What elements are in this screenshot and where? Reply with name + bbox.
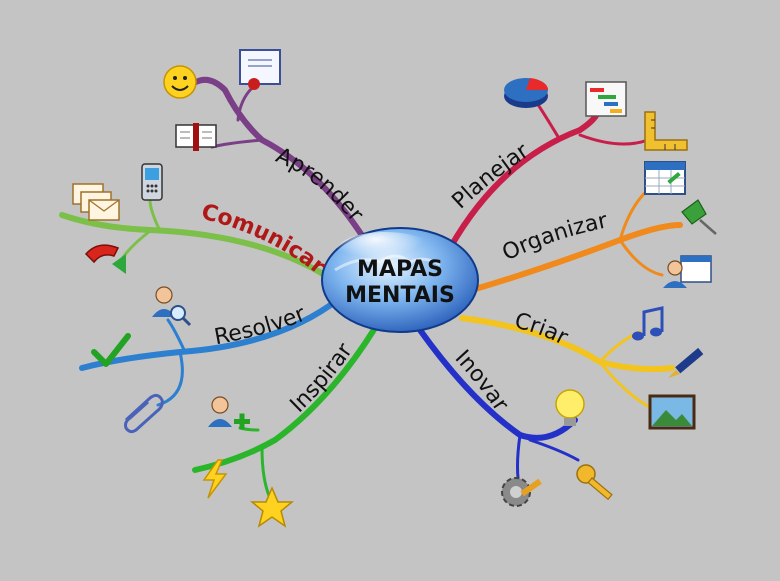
central-title-line2: MENTAIS [345, 283, 455, 308]
branch-comunicar-trunk [59, 212, 343, 288]
smiley-icon [163, 65, 197, 99]
label-inspirar: Inspirar [286, 338, 359, 418]
pushpin-icon [681, 199, 717, 235]
branch-inspirar-trunk [192, 325, 378, 473]
label-aprender: Aprender [272, 143, 368, 227]
central-title-line1: MAPAS [357, 257, 443, 282]
add-user-icon [208, 396, 250, 430]
lightbulb-icon [555, 389, 585, 426]
music-note-icon [632, 306, 664, 341]
certificate-icon [239, 49, 281, 90]
pie-chart-icon [504, 78, 549, 108]
book-icon [175, 123, 217, 151]
branch-inovar-trunk [417, 327, 578, 441]
checkmark-icon [91, 333, 131, 367]
label-planejar: Planejar [447, 138, 534, 214]
user-calendar-icon [663, 255, 712, 288]
calendar-icon [644, 161, 686, 195]
central-node: MAPAS MENTAIS [321, 227, 479, 333]
branch-resolver-trunk [79, 295, 343, 371]
branch-aprender-trunk [193, 76, 368, 243]
mobile-phone-icon [141, 163, 163, 201]
label-resolver: Resolver [212, 301, 310, 350]
user-search-icon [152, 286, 192, 327]
branch-criar-trunk [459, 315, 675, 373]
key-icon [576, 464, 613, 501]
star-icon [249, 486, 295, 528]
gantt-chart-icon [585, 81, 627, 117]
ruler-icon [644, 111, 688, 151]
gear-icon [501, 477, 542, 507]
lightning-icon [202, 459, 228, 499]
pen-icon [668, 347, 704, 378]
label-organizar: Organizar [499, 208, 611, 266]
paperclip-icon [124, 393, 164, 434]
branch-organizar-trunk [469, 222, 683, 293]
telephone-icon [84, 244, 126, 274]
envelopes-icon [72, 183, 120, 221]
picture-icon [648, 394, 696, 430]
